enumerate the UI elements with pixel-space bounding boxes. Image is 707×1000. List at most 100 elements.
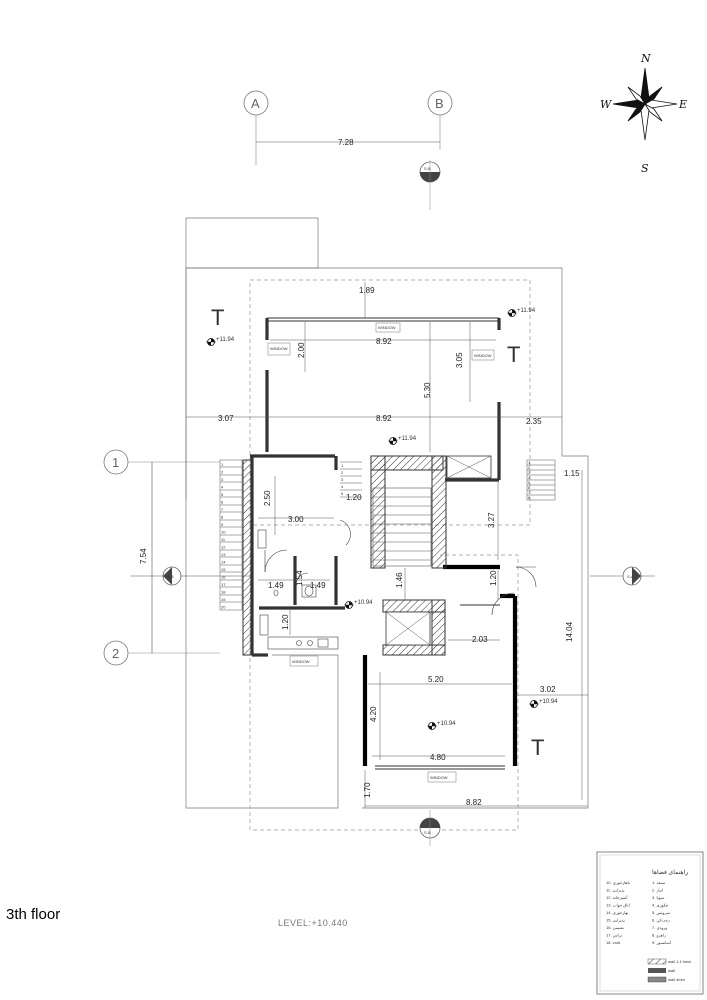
legend-right-item-3: 4. جکوزی <box>652 903 669 908</box>
dim-1-49-left: 1.49 <box>268 581 284 590</box>
legend-left-item-0: 10. ناهارخوری <box>606 880 630 885</box>
left-stair-step-1: 2 <box>221 470 224 475</box>
level-label: LEVEL:+10.440 <box>278 918 348 928</box>
legend-right-item-4: 5. سرویس <box>652 910 671 915</box>
dim-8-92-top: 8.92 <box>376 337 392 346</box>
dim-1-15: 1.15 <box>564 469 580 478</box>
svg-text:WINDOW: WINDOW <box>378 325 396 330</box>
left-stair-step-4: 5 <box>221 492 224 497</box>
legend-left-item-6: 16. نشیمن <box>606 925 624 930</box>
svg-text:1: 1 <box>112 455 119 470</box>
svg-text:WINDOW: WINDOW <box>292 659 310 664</box>
svg-text:S-A: S-A <box>627 574 634 579</box>
compass-rose: N S E W <box>600 52 687 175</box>
right-stair-step-3: 4 <box>528 475 531 480</box>
dim-1-49-right: 1.49 <box>310 581 326 590</box>
right-stair-step-1: 2 <box>528 465 531 470</box>
svg-text:T: T <box>531 735 544 760</box>
grid-axis-1: 1 <box>103 449 220 475</box>
svg-text:S-A: S-A <box>167 574 174 579</box>
compass-n: N <box>640 52 651 65</box>
legend-right-item-0: 1. ستعد <box>652 880 666 885</box>
dim-5-30: 5.30 <box>423 382 432 398</box>
svg-text:WINDOW: WINDOW <box>270 346 288 351</box>
fixtures <box>257 529 339 650</box>
upper-stair <box>340 461 362 491</box>
legend-left-item-8: 18. void <box>606 940 620 945</box>
svg-text:B: B <box>435 96 444 111</box>
terrace-outlines <box>185 217 589 809</box>
svg-text:S-B: S-B <box>424 166 431 171</box>
left-stair-step-17: 18 <box>221 590 226 595</box>
window-tags: WINDOW WINDOW WINDOW WINDOW WINDOW <box>267 322 495 783</box>
right-stair-step-0: 1 <box>528 460 531 465</box>
legend-left-item-5: 15. پذیرایی <box>606 918 625 923</box>
left-stair-step-13: 14 <box>221 560 226 565</box>
right-stair <box>526 459 556 501</box>
left-stair-step-11: 12 <box>221 545 226 550</box>
dim-2-35: 2.35 <box>526 417 542 426</box>
svg-text:+10.94: +10.94 <box>354 600 373 606</box>
svg-text:T: T <box>211 305 224 330</box>
svg-text:T: T <box>507 342 520 367</box>
terrace-marks: T T T <box>211 305 544 760</box>
legend-right-item-8: 9. آسانسور <box>652 940 672 945</box>
left-stair-step-6: 7 <box>221 507 224 512</box>
upper-stair-step-0: 1 <box>341 463 344 468</box>
left-stair-step-19: 20 <box>221 605 226 610</box>
dim-2-00: 2.00 <box>297 342 306 358</box>
legend-material-3: wall 4mm <box>668 977 686 982</box>
upper-stair-step-3: 4 <box>341 484 344 489</box>
floor-title: 3th floor <box>6 906 61 923</box>
dim-2-03: 2.03 <box>472 635 488 644</box>
svg-text:+11.94: +11.94 <box>517 308 536 314</box>
left-stair-step-2: 3 <box>221 477 224 482</box>
left-stair-step-8: 9 <box>221 522 224 527</box>
compass-w: W <box>600 98 613 111</box>
left-stair-step-15: 16 <box>221 575 226 580</box>
legend-left-item-7: 17. تراس <box>606 933 622 938</box>
compass-s: S <box>641 162 649 175</box>
legend-right-item-2: 3. سونا <box>652 895 665 900</box>
upper-stair-step-2: 3 <box>341 477 344 482</box>
dim-3-05: 3.05 <box>455 352 464 368</box>
svg-text:+11.94: +11.94 <box>216 337 235 343</box>
doors <box>264 519 537 616</box>
dim-8-92-mid: 8.92 <box>376 414 392 423</box>
left-stair-step-12: 13 <box>221 552 226 557</box>
dim-1-89: 1.89 <box>359 286 375 295</box>
dim-4-80: 4.80 <box>430 753 446 762</box>
dim-4-20: 4.20 <box>369 706 378 722</box>
dim-left-height: 7.54 <box>139 548 148 564</box>
section-mark-right: S-A <box>622 566 642 586</box>
grid-axis-b: B <box>427 90 453 150</box>
dim-1-20-right: 1.20 <box>489 570 498 586</box>
dim-3-02: 3.02 <box>540 685 556 694</box>
dim-1-20-lower: 1.20 <box>281 614 290 630</box>
dimension-labels: 1.89 8.92 2.00 3.05 5.30 3.07 8.92 2.35 … <box>218 286 580 807</box>
dim-3-27: 3.27 <box>487 512 496 528</box>
left-stair-step-14: 15 <box>221 567 226 572</box>
left-stair-step-3: 4 <box>221 485 224 490</box>
svg-text:2: 2 <box>112 646 119 661</box>
svg-text:+10.94: +10.94 <box>437 721 456 727</box>
legend-material-2: wall <box>668 968 675 973</box>
right-stair-step-7: 8 <box>528 495 531 500</box>
left-stair-step-10: 11 <box>221 537 226 542</box>
left-stair-step-16: 17 <box>221 582 226 587</box>
legend-left-item-2: 12. آشپزخانه <box>606 895 628 900</box>
right-stair-step-6: 7 <box>528 490 531 495</box>
right-stair-step-4: 5 <box>528 480 531 485</box>
legend-right-item-6: 7. ورودی <box>652 925 667 930</box>
legend-left-item-4: 14. نهارخوری <box>606 910 628 915</box>
core-walls <box>242 455 447 656</box>
upper-stair-step-1: 2 <box>341 470 344 475</box>
svg-text:WINDOW: WINDOW <box>474 353 492 358</box>
legend-right-item-7: 8. راهرو <box>652 933 666 938</box>
dim-1-46: 1.46 <box>395 572 404 588</box>
